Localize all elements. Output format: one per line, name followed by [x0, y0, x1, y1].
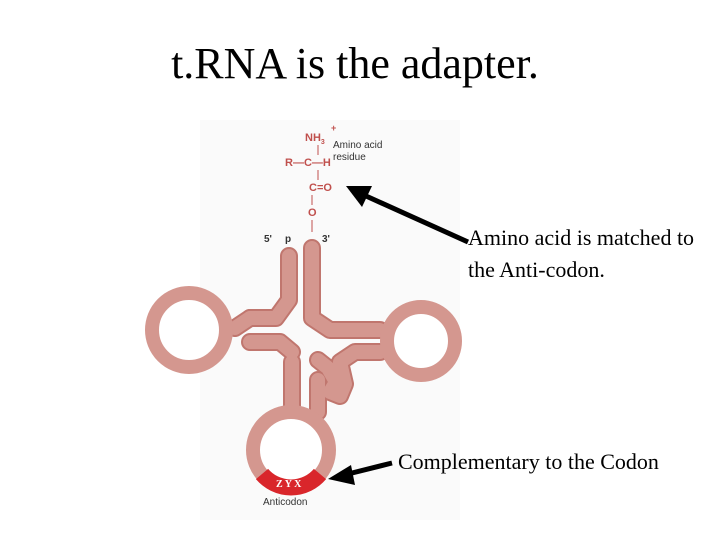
nh3-label: NH3: [305, 132, 325, 146]
anticodon-stem-fill: [285, 355, 325, 419]
arrow-to-amino-acid: [346, 186, 470, 245]
slide-title: t.RNA is the adapter.: [171, 39, 539, 88]
ester-oxygen-label: O: [308, 207, 317, 219]
anticodon-highlight: [255, 468, 327, 496]
amino-acid-residue-label-line1: Amino acid: [333, 140, 382, 151]
arrow-head: [346, 186, 372, 207]
three-prime-label: 3': [322, 234, 330, 245]
amino-acid-structure: NH3 + R—C—H C=O O Amino acid residue: [285, 123, 382, 232]
amino-acid-residue-label-line2: residue: [333, 152, 366, 163]
carbonyl-label: C=O: [309, 182, 332, 194]
arrow-head: [328, 465, 355, 485]
variable-loop-fill: [311, 345, 387, 403]
callout-amino-acid-matched: Amino acid is matched to the Anti-codon.: [468, 225, 695, 282]
t-psi-c-loop: [380, 300, 462, 382]
five-prime-label: 5': [264, 234, 272, 245]
nh3-charge: +: [331, 123, 336, 133]
callout-complementary: Complementary to the Codon: [398, 449, 659, 474]
r-c-h-label: R—C—H: [285, 157, 331, 169]
d-loop: [145, 286, 233, 374]
arrow-shaft: [347, 460, 393, 477]
phosphate-label: p: [285, 234, 291, 245]
d-loop-fill: [228, 311, 299, 359]
anticodon-label: Anticodon: [263, 497, 307, 508]
acceptor-stem-fill: [243, 241, 387, 337]
arrow-to-anticodon: [328, 460, 393, 485]
arrow-shaft: [364, 193, 470, 245]
anticodon-bases: Z Y X: [276, 479, 302, 490]
trna-cloverleaf: [226, 239, 389, 421]
